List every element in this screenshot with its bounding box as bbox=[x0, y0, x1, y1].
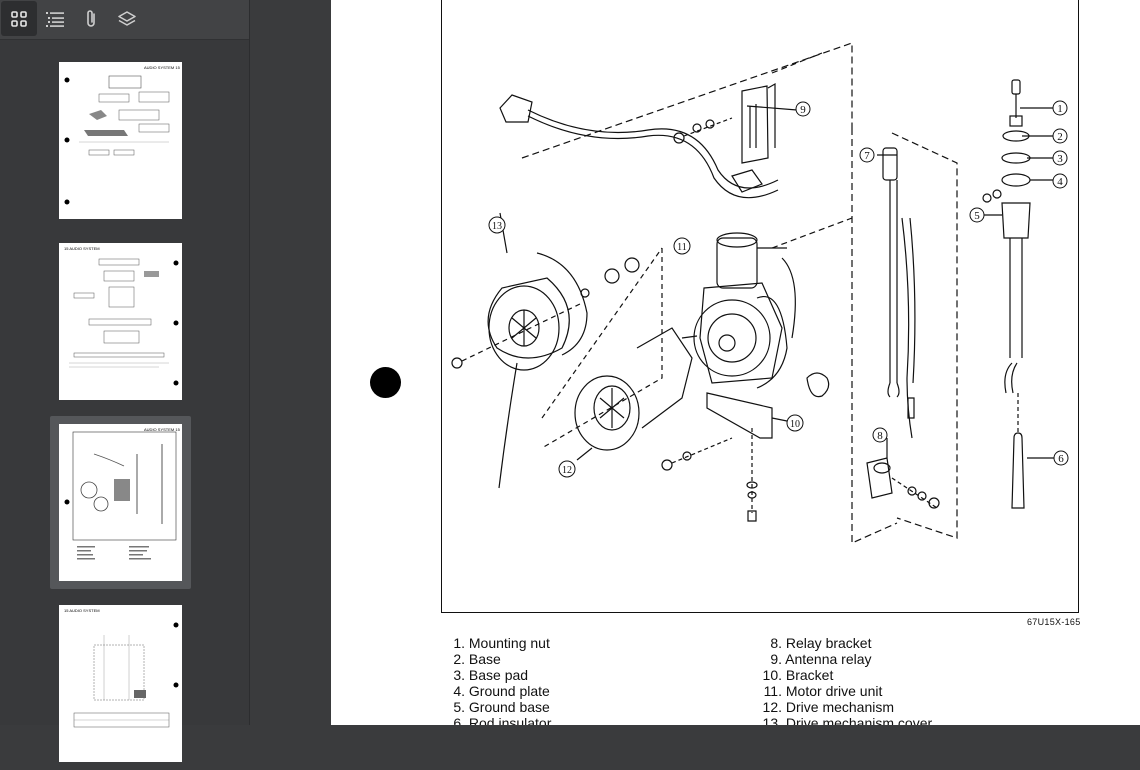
legend-item: 4. Ground plate bbox=[453, 683, 550, 699]
legend-item: 13. Drive mechanism cover bbox=[762, 715, 933, 725]
outline-view-button[interactable] bbox=[37, 1, 73, 36]
binder-hole bbox=[370, 367, 401, 398]
thumbnail-page-image: AUDIO SYSTEM 15 bbox=[59, 424, 182, 581]
svg-text:7: 7 bbox=[864, 150, 870, 162]
callout-8: 8 bbox=[872, 427, 888, 443]
thumbnail-sidebar: AUDIO SYSTEM 15 15 AUDIO SYSTEM bbox=[0, 0, 250, 762]
svg-text:3: 3 bbox=[1057, 153, 1063, 165]
thumbnail-header: 15 AUDIO SYSTEM bbox=[64, 246, 100, 251]
callout-5: 5 bbox=[969, 207, 985, 223]
callout-9: 9 bbox=[795, 101, 811, 117]
callout-6: 6 bbox=[1053, 450, 1069, 466]
svg-text:8: 8 bbox=[877, 430, 883, 442]
svg-text:2: 2 bbox=[1057, 131, 1063, 143]
legend-item: 10. Bracket bbox=[762, 667, 834, 683]
thumbnails-view-button[interactable] bbox=[1, 1, 37, 36]
callout-11: 11 bbox=[673, 237, 691, 255]
outline-list-icon bbox=[46, 11, 64, 27]
callout-2: 2 bbox=[1052, 128, 1068, 144]
thumbnail-header: 15 AUDIO SYSTEM bbox=[64, 608, 100, 613]
parts-legend-right: 8. Relay bracket 9. Antenna relay 10. Br… bbox=[759, 635, 933, 725]
legend-item: 11. Motor drive unit bbox=[763, 683, 883, 699]
document-page: 1 2 3 4 5 6 7 8 9 10 11 12 13 67U15X-165… bbox=[331, 0, 1140, 725]
svg-text:11: 11 bbox=[677, 242, 687, 253]
callout-4: 4 bbox=[1052, 173, 1068, 189]
thumbnail-page-image: AUDIO SYSTEM 15 bbox=[59, 62, 182, 219]
page-thumbnail-1[interactable]: AUDIO SYSTEM 15 bbox=[50, 54, 191, 227]
viewer-gutter bbox=[250, 0, 331, 725]
thumbnail-page-image: 15 AUDIO SYSTEM bbox=[59, 243, 182, 400]
legend-item: 1. Mounting nut bbox=[453, 635, 550, 651]
attachments-button[interactable] bbox=[73, 1, 109, 36]
layers-button[interactable] bbox=[109, 1, 145, 36]
legend-item: 2. Base bbox=[453, 651, 501, 667]
legend-item: 6. Rod insulator bbox=[453, 715, 552, 725]
paperclip-icon bbox=[87, 9, 95, 27]
callout-12: 12 bbox=[558, 460, 576, 478]
figure-code: 67U15X-165 bbox=[1027, 617, 1081, 627]
sidebar-toolbar bbox=[0, 0, 249, 40]
callout-10: 10 bbox=[786, 414, 804, 432]
legend-item: 12. Drive mechanism bbox=[762, 699, 895, 715]
legend-item: 9. Antenna relay bbox=[770, 651, 872, 667]
svg-text:10: 10 bbox=[790, 419, 800, 430]
svg-text:1: 1 bbox=[1057, 103, 1063, 115]
legend-item: 8. Relay bracket bbox=[770, 635, 872, 651]
svg-text:9: 9 bbox=[800, 104, 806, 116]
legend-item: 3. Base pad bbox=[453, 667, 529, 683]
svg-text:13: 13 bbox=[492, 221, 502, 232]
thumbnail-header: AUDIO SYSTEM 15 bbox=[144, 65, 181, 70]
page-thumbnail-2[interactable]: 15 AUDIO SYSTEM bbox=[50, 235, 191, 408]
page-thumbnail-4[interactable]: 15 AUDIO SYSTEM bbox=[50, 597, 191, 770]
parts-legend-left: 1. Mounting nut 2. Base 3. Base pad 4. G… bbox=[451, 635, 551, 725]
svg-text:5: 5 bbox=[974, 210, 980, 222]
callout-7: 7 bbox=[859, 147, 875, 163]
legend-item: 5. Ground base bbox=[453, 699, 550, 715]
callout-13: 13 bbox=[488, 216, 506, 234]
thumbnail-header: AUDIO SYSTEM 15 bbox=[144, 427, 181, 432]
page-thumbnail-3[interactable]: AUDIO SYSTEM 15 bbox=[50, 416, 191, 589]
layers-icon bbox=[118, 10, 136, 26]
svg-text:6: 6 bbox=[1058, 453, 1064, 465]
exploded-view-diagram: 1 2 3 4 5 6 7 8 9 10 11 12 13 bbox=[441, 0, 1079, 613]
svg-text:12: 12 bbox=[562, 465, 572, 476]
callout-1: 1 bbox=[1052, 100, 1068, 116]
svg-text:4: 4 bbox=[1057, 176, 1063, 188]
callout-3: 3 bbox=[1052, 150, 1068, 166]
thumbnail-grid-icon bbox=[11, 10, 27, 27]
thumbnail-page-image: 15 AUDIO SYSTEM bbox=[59, 605, 182, 762]
